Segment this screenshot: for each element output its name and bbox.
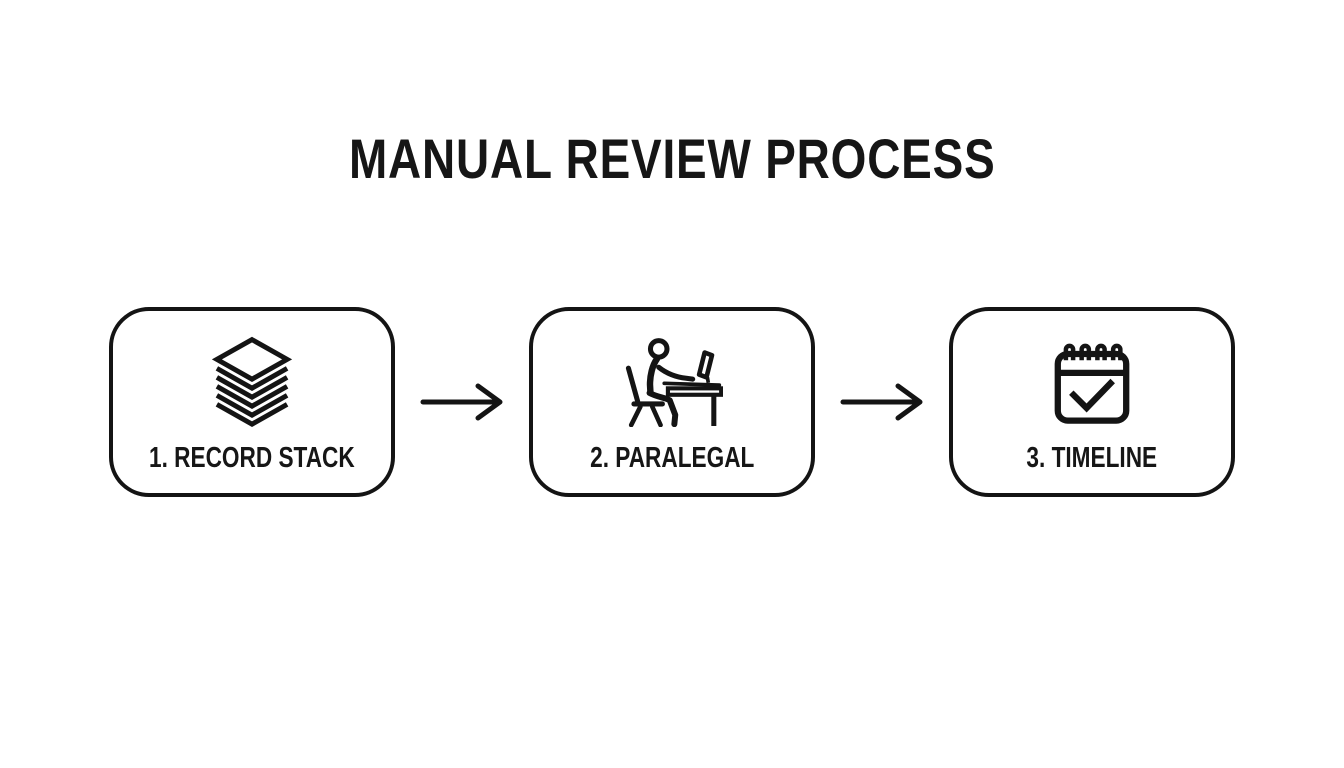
arrow-right-icon — [420, 383, 503, 421]
step-icon-wrap — [1047, 333, 1137, 429]
step-icon-wrap — [207, 333, 297, 429]
calendar-check-icon — [1054, 343, 1130, 424]
step-label-record-stack: 1. RECORD STACK — [149, 442, 355, 474]
page-title: MANUAL REVIEW PROCESS — [348, 127, 996, 190]
title-row: MANUAL REVIEW PROCESS — [0, 131, 1344, 187]
connector-1 — [395, 383, 529, 421]
person-at-desk-icon — [625, 338, 723, 427]
step-box-timeline: 3. TIMELINE — [949, 307, 1235, 497]
step-box-paralegal: 2. PARALEGAL — [529, 307, 815, 497]
step-icon-wrap — [622, 333, 723, 429]
step-label-timeline: 3. TIMELINE — [1026, 442, 1158, 474]
arrow-right-icon — [840, 383, 923, 421]
step-label-paralegal: 2. PARALEGAL — [589, 442, 755, 474]
process-flow: 1. RECORD STACK — [0, 307, 1344, 497]
step-box-record-stack: 1. RECORD STACK — [109, 307, 395, 497]
connector-2 — [815, 383, 949, 421]
document-stack-icon — [211, 336, 293, 428]
